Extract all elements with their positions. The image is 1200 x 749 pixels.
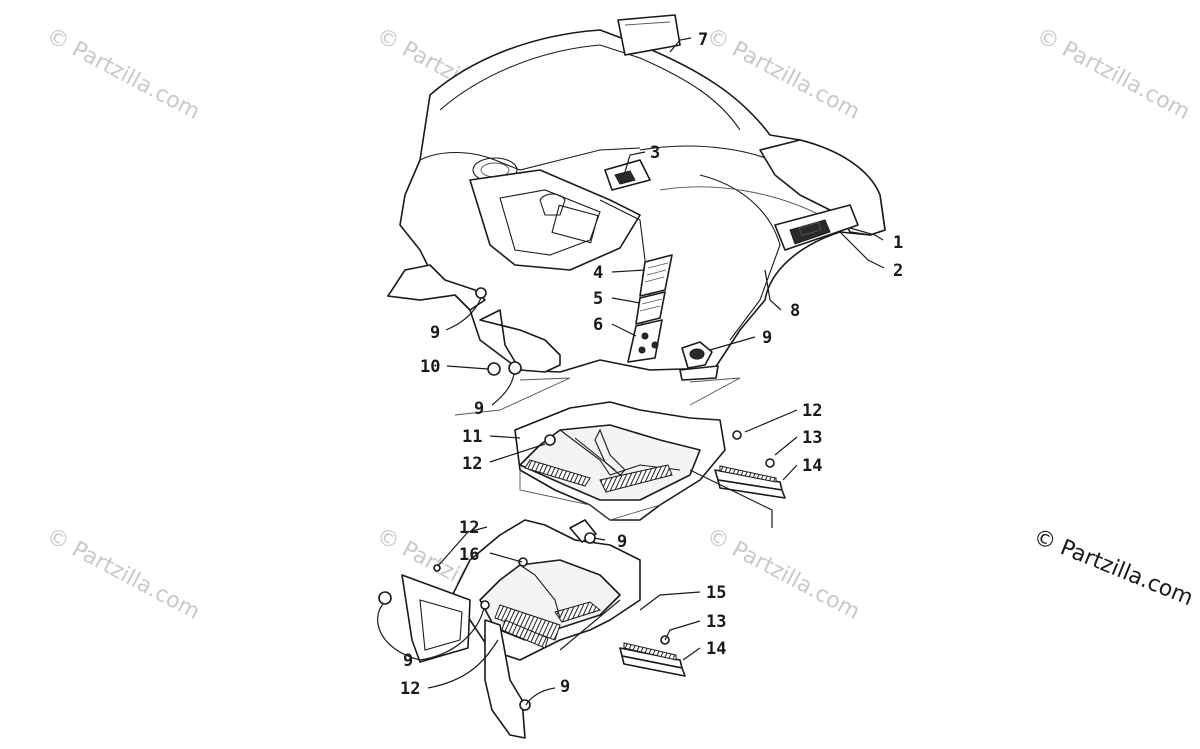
- callout-12-upper-right: 12: [802, 401, 822, 421]
- callout-6: 6: [593, 315, 603, 335]
- callout-16: 16: [459, 545, 479, 565]
- step-plate-lower: [619, 635, 686, 677]
- callout-7: 7: [698, 30, 708, 50]
- callout-13-lower: 13: [706, 612, 726, 632]
- callout-9-lower-post: 9: [560, 677, 570, 697]
- callout-9-bracket: 9: [617, 532, 627, 552]
- tail-light-decal: [774, 204, 859, 251]
- callout-2: 2: [893, 261, 903, 281]
- deck-decal: [604, 159, 651, 191]
- rear-reflector: [617, 14, 681, 56]
- callout-5: 5: [593, 289, 603, 309]
- callout-12-lower-top: 12: [459, 518, 479, 538]
- callout-4: 4: [593, 263, 603, 283]
- alignment-lines: [454, 377, 741, 416]
- upper-footwell: [514, 401, 742, 521]
- callout-9-lower-left: 9: [403, 651, 413, 671]
- callout-8: 8: [790, 301, 800, 321]
- callout-3: 3: [650, 143, 660, 163]
- callout-labels: 1 2 3 4 5 6 7 8 9 9 9 9 9 9 10 11 12 12 …: [400, 30, 903, 699]
- watermark-top-right: © Partzilla.com: [1032, 23, 1194, 125]
- callout-12-lower-bottom: 12: [400, 679, 420, 699]
- callout-1: 1: [893, 233, 903, 253]
- warning-labels: [627, 254, 673, 363]
- watermark-main: © Partzilla.com: [1030, 524, 1197, 611]
- callout-14-upper: 14: [802, 456, 822, 476]
- watermark-bottom-right-center: © Partzilla.com: [702, 523, 864, 625]
- watermark-top-left: © Partzilla.com: [42, 23, 204, 125]
- callout-13-upper: 13: [802, 428, 822, 448]
- reflector-latch: [679, 341, 719, 381]
- callout-9-upper-left: 9: [430, 323, 440, 343]
- callout-9-fender-bottom: 9: [474, 399, 484, 419]
- callout-10: 10: [420, 357, 440, 377]
- callout-15: 15: [706, 583, 726, 603]
- callout-14-lower: 14: [706, 639, 726, 659]
- callout-11: 11: [462, 427, 482, 447]
- callout-12-upper-left: 12: [462, 454, 482, 474]
- leader-lines: [377, 37, 885, 706]
- watermark-bottom-left: © Partzilla.com: [42, 523, 204, 625]
- callout-9-upper-right: 9: [762, 328, 772, 348]
- rear-fender-body: [387, 29, 886, 373]
- step-plate-upper: [714, 458, 786, 499]
